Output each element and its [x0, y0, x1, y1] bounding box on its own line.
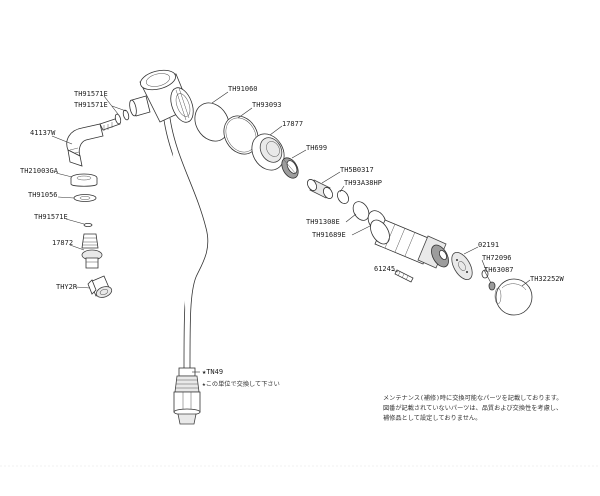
label-th72096: TH72096: [482, 254, 512, 262]
label-th5b0317: TH5B0317: [340, 166, 374, 174]
ring-th93093: [223, 115, 259, 155]
label-tn49: ★TN49: [202, 368, 223, 376]
left-fitting-stack: [70, 173, 113, 298]
label-17877: 17877: [282, 120, 303, 128]
ring-th93a38hp: [337, 190, 349, 204]
handle-th32252w: [494, 278, 533, 316]
ring-th91060: [194, 102, 230, 142]
label-th21003ga: TH21003GA: [20, 167, 59, 175]
cartridge-body: [370, 219, 449, 269]
label-02191: 02191: [478, 241, 499, 249]
label-th63087: TH63087: [484, 266, 514, 274]
unit-replacement-note: ★この単位で交換して下さい: [202, 380, 280, 388]
footer-line-1: メンテナンス(補修)時に交換可能なパーツを記載しております。: [383, 394, 562, 402]
label-th93a38hp: TH93A38HP: [344, 179, 382, 187]
label-th91571e-b: TH91571E: [74, 101, 108, 109]
part-labels: 41137W TH91571E TH91571E TH21003GA TH910…: [20, 85, 565, 388]
stem-th5b0317: [307, 179, 333, 199]
footer-notes: メンテナンス(補修)時に交換可能なパーツを記載しております。 図番が記載されてい…: [383, 394, 562, 422]
screw-th72096: [481, 269, 489, 279]
label-thy2r: THY2R: [56, 283, 78, 291]
leader-lines: [51, 91, 531, 373]
spout-body: [129, 69, 194, 123]
label-61245: 61245: [374, 265, 395, 273]
label-th32252w: TH32252W: [530, 275, 565, 283]
flange-02191: [451, 252, 473, 280]
label-th93093: TH93093: [252, 101, 282, 109]
label-th91689e: TH91689E: [312, 231, 346, 239]
footer-line-2: 図番が記載されていないパーツは、品質および交換性を考慮し、: [383, 404, 562, 412]
label-41137w: 41137W: [30, 129, 56, 137]
elbow-41137w: [66, 117, 121, 167]
footer-line-3: 補修品として設定しておりません。: [383, 414, 481, 422]
washer-th63087: [488, 281, 496, 291]
tn49-fitting: [173, 367, 201, 425]
outlet-pipe: [163, 117, 209, 369]
label-th699: TH699: [306, 144, 327, 152]
gear-th699: [281, 157, 299, 179]
screw-61245: [394, 269, 414, 283]
label-17872: 17872: [52, 239, 73, 247]
label-th91308e: TH91308E: [306, 218, 340, 226]
label-th91060: TH91060: [228, 85, 258, 93]
label-th91571e-a: TH91571E: [74, 90, 108, 98]
label-th91056: TH91056: [28, 191, 58, 199]
o-rings-th91571e-top: [114, 109, 130, 125]
label-th91571e-c: TH91571E: [34, 213, 68, 221]
nut-17877: [251, 133, 285, 171]
